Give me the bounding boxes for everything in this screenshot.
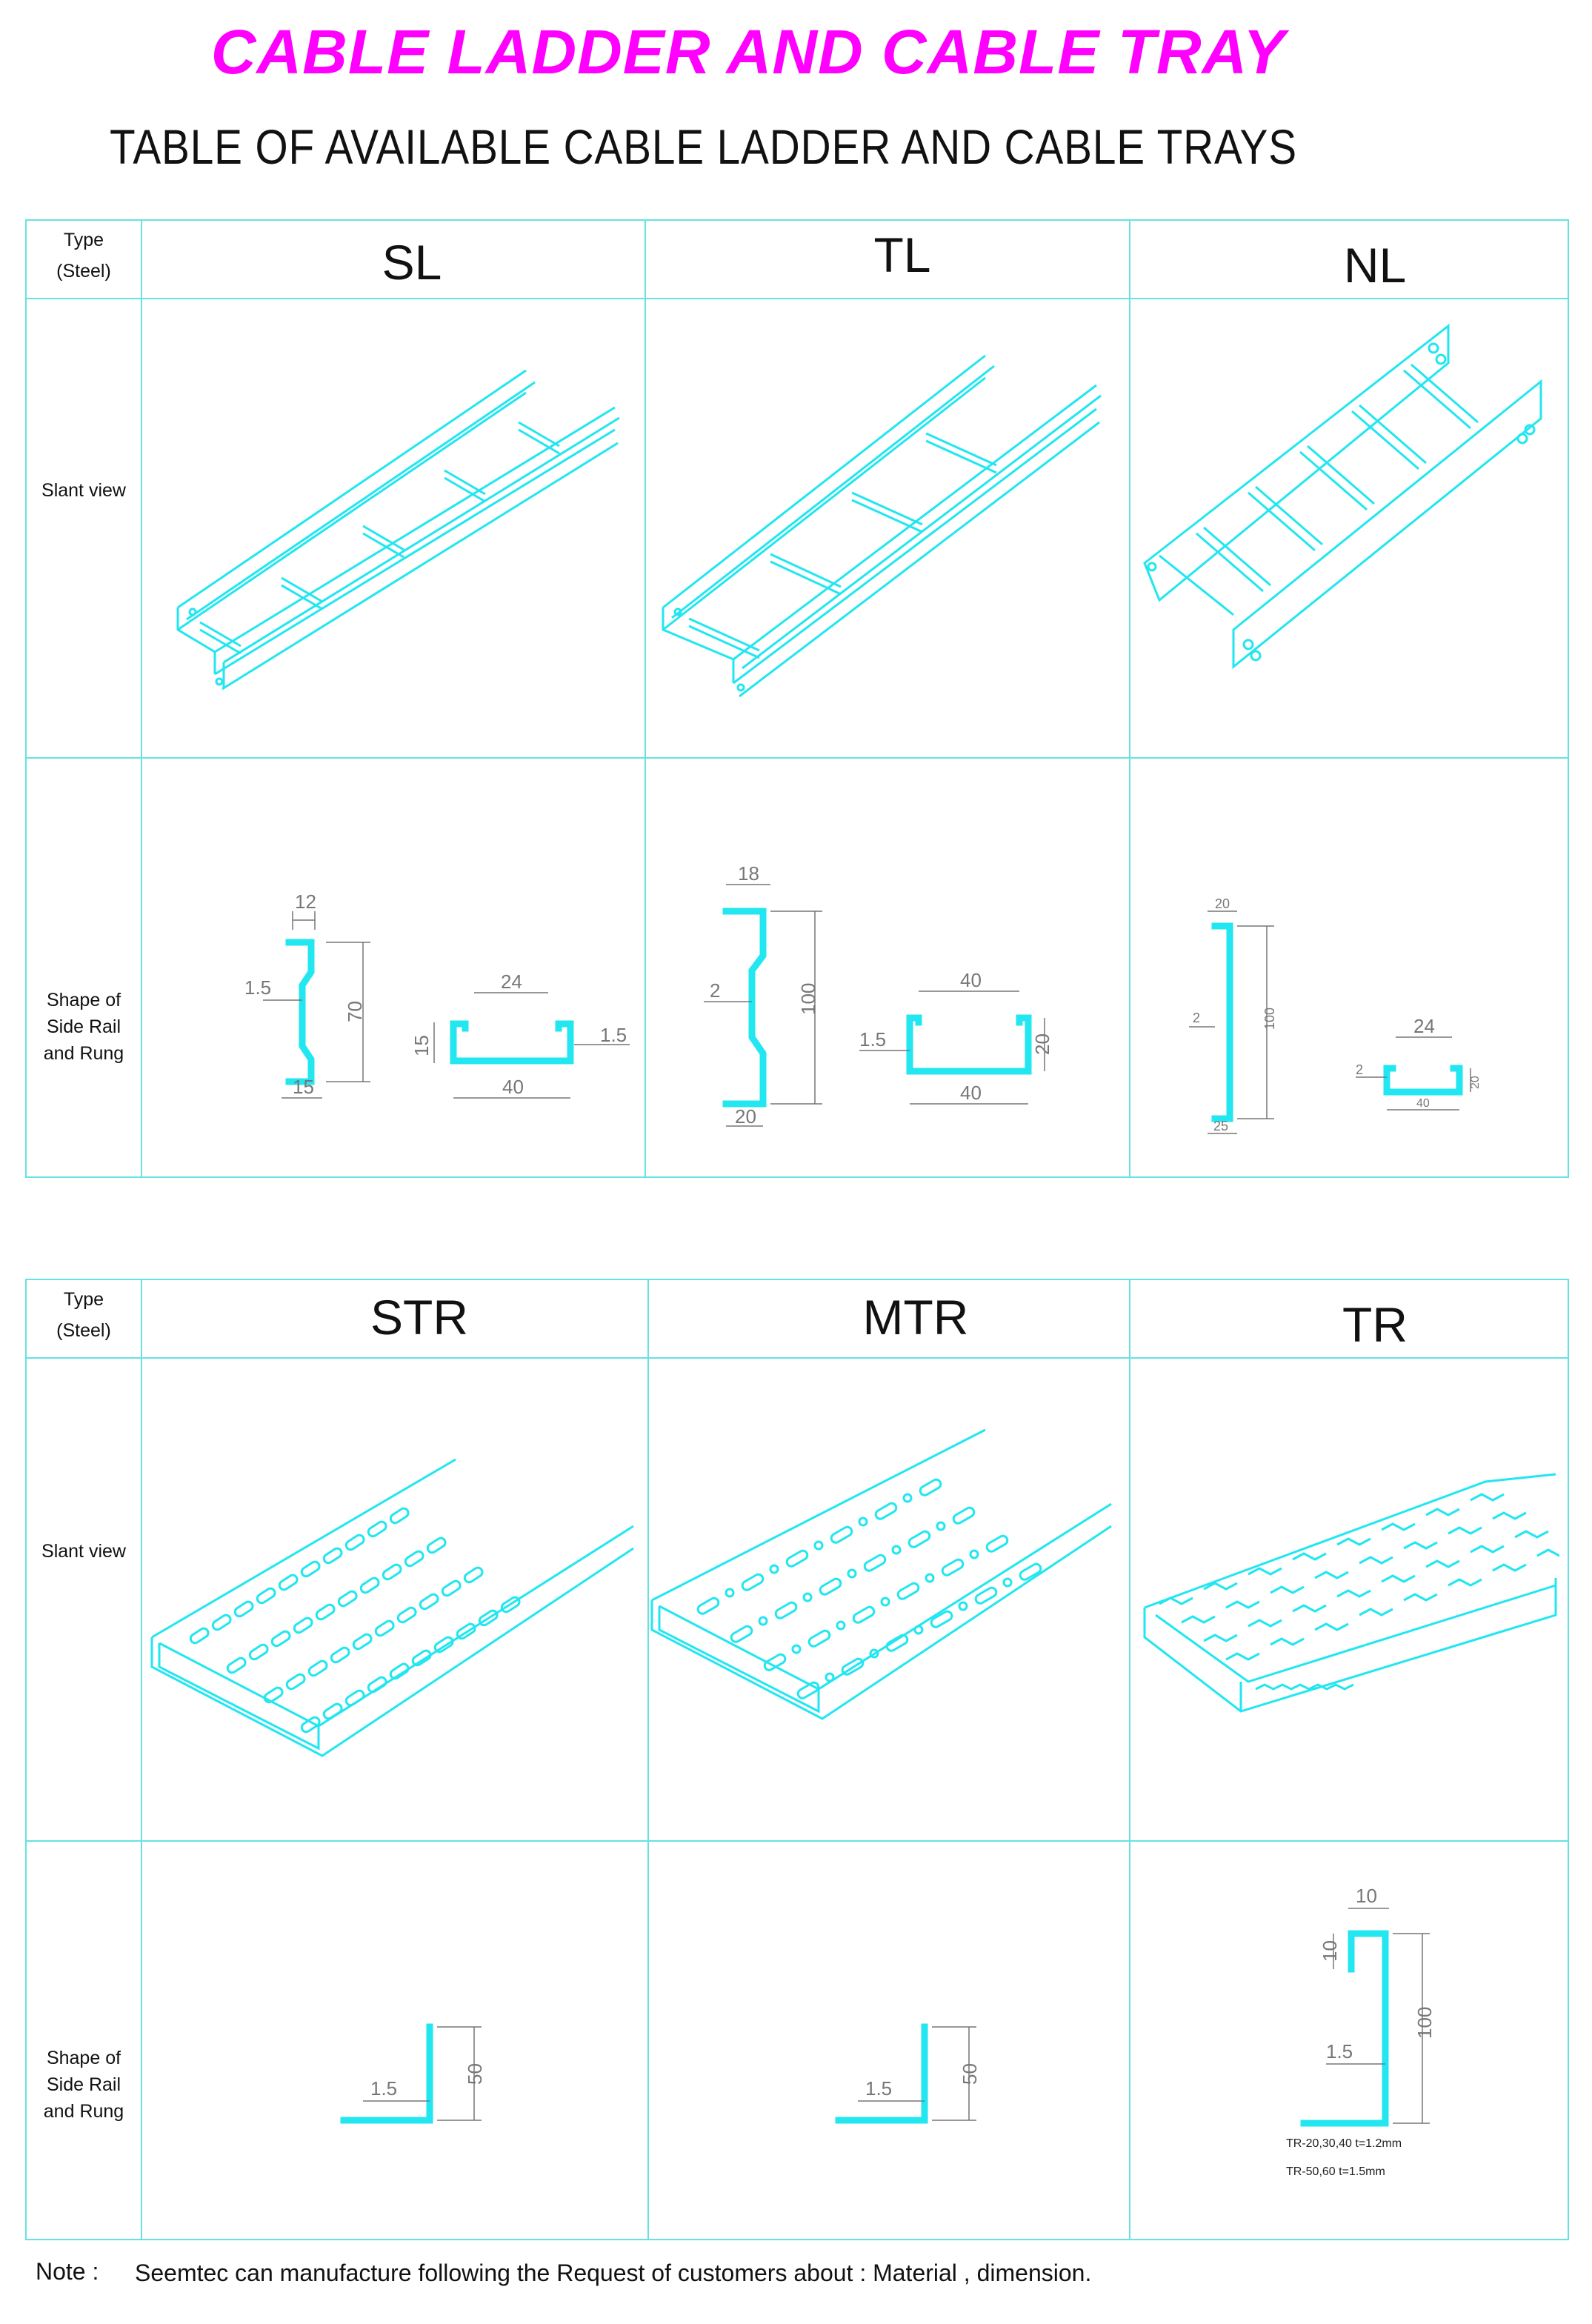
- tl-dim-2: 2: [710, 979, 720, 1002]
- sl-shape: 12 1.5 70 15 24 15 1.5 40: [230, 889, 645, 1119]
- type-label: Type: [63, 230, 104, 250]
- type-header-label: Type (Steel): [27, 227, 141, 284]
- sl-dim-15c: 15: [410, 1035, 433, 1056]
- tl-dim-40a: 40: [960, 969, 982, 991]
- mtr-slant-view: [645, 1422, 1119, 1734]
- page-subtitle: TABLE OF AVAILABLE CABLE LADDER AND CABL…: [110, 119, 1297, 174]
- nl-dim-20b: 20: [1469, 1076, 1482, 1089]
- mtr-dim-15: 1.5: [865, 2077, 892, 2100]
- steel-label: (Steel): [56, 261, 111, 282]
- page-title: CABLE LADDER AND CABLE TRAY: [210, 17, 1286, 87]
- nl-dim-20a: 20: [1215, 896, 1230, 911]
- nl-shape: 20 2 100 25 24 2 20 40: [1185, 896, 1496, 1148]
- tr-dim-10a: 10: [1356, 1885, 1377, 1907]
- note-label: Note :: [36, 2258, 99, 2285]
- str-shape: 50 1.5: [333, 2015, 526, 2148]
- type-tl: TL: [873, 227, 931, 282]
- tr-dim-100: 100: [1413, 2007, 1436, 2039]
- type-header-label-2: Type (Steel): [27, 1286, 141, 1344]
- str-dim-50: 50: [464, 2063, 486, 2085]
- ladder-table: Type (Steel) SL TL NL Slant view Shape o…: [25, 219, 1569, 1178]
- shape-label-line1: Shape of: [46, 990, 121, 1010]
- shape-label-2-line3: and Rung: [43, 2101, 124, 2122]
- type-nl: NL: [1343, 238, 1407, 293]
- str-slant-view: [144, 1452, 648, 1763]
- type-label-2: Type: [63, 1289, 104, 1310]
- tl-slant-view: [652, 348, 1111, 704]
- tl-dim-20b: 20: [1031, 1033, 1053, 1055]
- tr-dim-15: 1.5: [1326, 2040, 1353, 2062]
- nl-dim-24: 24: [1413, 1015, 1435, 1037]
- type-sl: SL: [382, 235, 442, 290]
- tr-note-2: TR-50,60 t=1.5mm: [1286, 2165, 1385, 2178]
- tray-table: Type (Steel) STR MTR TR Slant view Shape…: [25, 1279, 1569, 2240]
- type-str: STR: [370, 1290, 468, 1345]
- tl-dim-20a: 20: [735, 1105, 756, 1128]
- shape-label-line2: Side Rail: [46, 1016, 121, 1037]
- slant-view-label: Slant view: [41, 480, 126, 501]
- type-mtr: MTR: [862, 1290, 969, 1345]
- nl-dim-100: 100: [1262, 1008, 1277, 1030]
- note-text: Seemtec can manufacture following the Re…: [135, 2260, 1092, 2286]
- type-tr: TR: [1342, 1297, 1408, 1352]
- tl-shape: 18 2 100 20 40 1.5 20 40: [696, 859, 1096, 1141]
- sl-dim-12: 12: [295, 890, 316, 913]
- shape-label: Shape of Side Rail and Rung: [27, 987, 141, 1067]
- nl-slant-view: [1137, 319, 1559, 689]
- sl-dim-15b: 15: [293, 1076, 314, 1098]
- sl-dim-15a: 1.5: [244, 976, 271, 999]
- str-dim-15: 1.5: [370, 2077, 397, 2100]
- sl-slant-view: [170, 356, 630, 704]
- tr-slant-view: [1137, 1467, 1559, 1719]
- mtr-dim-50: 50: [959, 2063, 981, 2085]
- nl-dim-2a: 2: [1193, 1010, 1200, 1025]
- steel-label-2: (Steel): [56, 1320, 111, 1341]
- sl-dim-15d: 1.5: [600, 1024, 627, 1046]
- nl-dim-40: 40: [1416, 1097, 1430, 1110]
- tr-dim-10b: 10: [1319, 1940, 1341, 1962]
- tl-dim-40b: 40: [960, 1082, 982, 1104]
- tr-note-1: TR-20,30,40 t=1.2mm: [1286, 2137, 1402, 2150]
- tr-shape: 10 10 1.5 100 TR-20,30,40 t=1.2mm TR-50,…: [1282, 1882, 1504, 2193]
- nl-dim-25: 25: [1213, 1119, 1228, 1133]
- shape-label-2: Shape of Side Rail and Rung: [27, 2045, 141, 2125]
- tl-dim-15: 1.5: [859, 1028, 886, 1051]
- tl-dim-100: 100: [797, 983, 819, 1015]
- nl-dim-2b: 2: [1356, 1062, 1363, 1077]
- sl-dim-40: 40: [502, 1076, 524, 1098]
- slant-view-label-2: Slant view: [41, 1541, 126, 1562]
- shape-label-2-line2: Side Rail: [46, 2074, 121, 2095]
- shape-label-line3: and Rung: [43, 1043, 124, 1064]
- tl-dim-18: 18: [738, 862, 759, 885]
- mtr-shape: 50 1.5: [828, 2015, 1021, 2148]
- sl-dim-24: 24: [501, 970, 522, 993]
- sl-dim-70: 70: [344, 1001, 366, 1022]
- shape-label-2-line1: Shape of: [46, 2048, 121, 2068]
